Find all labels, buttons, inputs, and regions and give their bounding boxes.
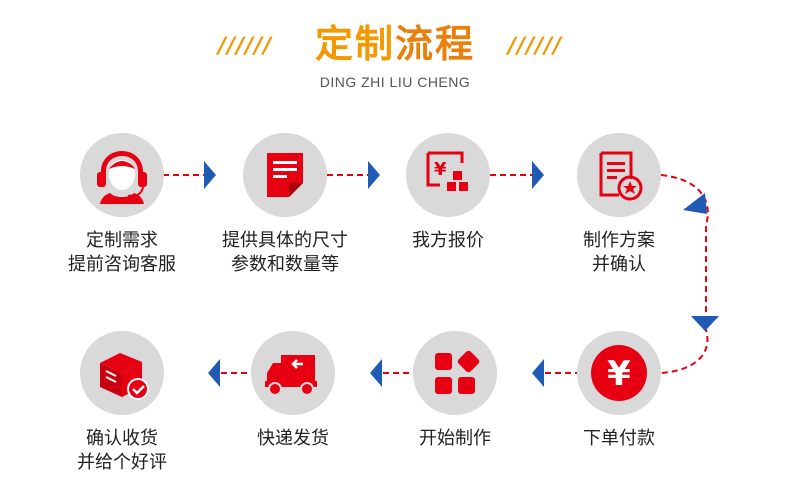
step-2-circle [243,133,327,217]
step-8: 确认收货 并给个好评 [37,331,207,475]
step-3-line-1: 我方报价 [412,230,484,251]
step-1: 定制需求 提前咨询客服 [37,133,207,277]
step-7-line-1: 快递发货 [257,428,329,449]
svg-text:¥: ¥ [607,354,631,394]
step-1-label: 定制需求 提前咨询客服 [37,229,207,277]
step-6-label: 开始制作 [370,427,540,451]
step-1-line-1: 定制需求 [86,230,158,251]
step-2-line-1: 提供具体的尺寸 [222,230,348,251]
page-subtitle: DING ZHI LIU CHENG [319,74,471,90]
step-5: ¥ 下单付款 [534,331,704,451]
title-row: ////// 定制流程 ////// [0,18,790,70]
document-icon [267,153,303,197]
step-2: 提供具体的尺寸 参数和数量等 [200,133,370,277]
step-7-label: 快递发货 [208,427,378,451]
step-8-circle [80,331,164,415]
yen-icon: ¥ [591,345,647,401]
title-strong: 流程 [395,22,476,66]
step-7-circle [251,331,335,415]
step-1-line-2: 提前咨询客服 [68,254,176,275]
step-6-circle [413,331,497,415]
contract-icon [599,151,643,201]
step-4-label: 制作方案 并确认 [534,229,704,277]
step-6: 开始制作 [370,331,540,451]
decorative-slashes-right: ////// [508,34,563,59]
quote-icon: ¥ [426,151,468,191]
arrow-down [691,316,719,331]
step-2-line-2: 参数和数量等 [231,254,339,275]
step-3-label: 我方报价 [363,229,533,253]
page-title: 定制流程 [290,18,500,70]
decorative-slashes-left: ////// [218,34,273,59]
step-8-label: 确认收货 并给个好评 [37,427,207,475]
step-7: 快递发货 [208,331,378,451]
step-1-circle [80,133,164,217]
step-8-line-2: 并给个好评 [77,452,167,473]
title-light: 定制 [314,22,395,66]
step-5-label: 下单付款 [534,427,704,451]
step-4: 制作方案 并确认 [534,133,704,277]
step-3: ¥ 我方报价 [363,133,533,253]
received-box-icon [100,353,149,400]
step-5-circle: ¥ [577,331,661,415]
step-8-line-1: 确认收货 [86,428,158,449]
delivery-truck-icon [265,355,317,396]
step-4-line-1: 制作方案 [583,230,655,251]
step-4-line-2: 并确认 [592,254,646,275]
header: ////// 定制流程 ////// DING ZHI LIU CHENG [0,18,790,98]
svg-text:¥: ¥ [434,159,447,180]
step-4-circle [577,133,661,217]
step-5-line-1: 下单付款 [583,428,655,449]
step-2-label: 提供具体的尺寸 参数和数量等 [200,229,370,277]
step-6-line-1: 开始制作 [419,428,491,449]
step-3-circle: ¥ [406,133,490,217]
production-icon [435,350,480,394]
customer-service-icon [97,151,147,204]
